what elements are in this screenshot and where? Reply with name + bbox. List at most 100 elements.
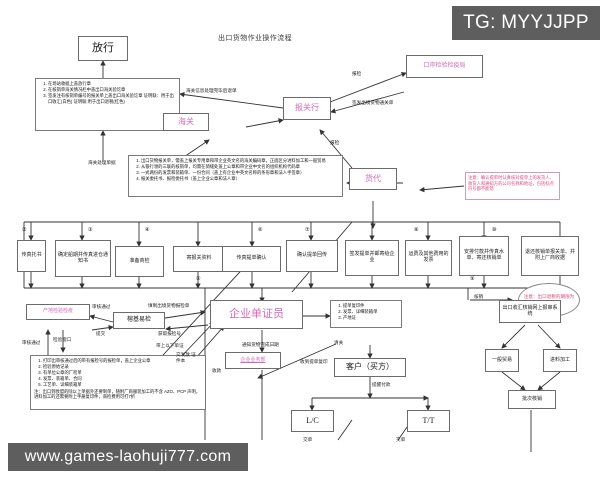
- listbox-fangxing-docs: 在场站收据上盖放行章 在核销单海关情况栏中盖出口海关验讫章 签发注有核销单编号的…: [35, 78, 180, 131]
- edge-label-jiaofa-zhengjianben: 交发放 证件本: [176, 352, 196, 363]
- node-haiguan-label: 海关: [178, 116, 194, 126]
- node-fangxing-label: 放行: [92, 42, 114, 55]
- edge-label-haiguan-chuli-danju: 海关处理单据: [88, 160, 116, 165]
- step-number-2: ②: [22, 227, 27, 233]
- node-chuanzhen-tidan-queren[interactable]: 传真提单确认: [222, 246, 281, 272]
- node-chandi-jianyan-jianyi[interactable]: 产地检验检疫: [26, 304, 90, 320]
- node-baoguanhang[interactable]: 报关行: [283, 97, 331, 120]
- list-item: 发票、装箱单、合同: [43, 376, 202, 382]
- listbox-shangjian-docs: 打印出审核通过后的带有报检号的报检单，盖上企业公章 检验原始记录 有单位公章的厂…: [30, 355, 206, 410]
- node-lc[interactable]: L/C: [291, 410, 334, 432]
- node-lc-label: L/C: [306, 415, 319, 425]
- list-item: 提单复印件: [343, 303, 398, 309]
- node-tt-label: T/T: [422, 415, 435, 425]
- watermark-site: www.games-laohuji777.com: [8, 443, 248, 471]
- edge-label-shenhe-tongguo2: 审核通过: [22, 340, 41, 345]
- listbox-baoguan-docs: 出口货物报关单，需盖上报关专用章和带企业英文名的海关编码章，正面区分进料加工和一…: [128, 155, 343, 197]
- node-rongji-yijian[interactable]: 榕基易检: [113, 312, 165, 329]
- node-chuanzhen-tidan-queren-label: 传真提单确认: [236, 255, 267, 262]
- edge-label-tijiao: 提交: [96, 331, 106, 336]
- diagram-title: 出口货物作业操作流程: [218, 35, 292, 42]
- list-item: 发票、详细装箱单: [343, 309, 398, 315]
- node-tt[interactable]: T/T: [407, 410, 450, 432]
- list-item: 报关委托书、报检委托书（盖上企业公章和法人章）: [141, 176, 339, 182]
- step-number-5: ⑤: [196, 276, 201, 282]
- edge-label-baojian2: 报检: [330, 140, 340, 145]
- list-item: 有单位公章的厂检单: [43, 370, 202, 376]
- list-item: 在场站收据上盖放行章: [48, 81, 176, 87]
- list-item: 一式两份的发票和装箱单、一份合同（盖上有企业中英文名称的条形章和法人手签章）: [141, 170, 339, 176]
- list-item: 工艺单、详细装箱单: [43, 382, 202, 388]
- node-ji-baoguan-ziliao[interactable]: 寄报关资料: [173, 246, 225, 272]
- node-qiye-danzhengyuan-label: 企业单证员: [229, 308, 284, 321]
- edge-label-shenhe-tongguo: 审核通过: [92, 304, 111, 309]
- edge-label-haiguan-chuli-wanbi: 海关信息处理完毕后退单: [186, 88, 237, 93]
- list-item: 从银行领的三联的核销单，均需在骑缝处盖上公章和带企业中文名的组织机构代码章: [141, 164, 339, 170]
- node-chuanzhen-tuoshu-label: 传真托书: [21, 252, 42, 259]
- node-zhunbei-shangjian[interactable]: 准备商检: [115, 246, 164, 277]
- node-ji-baoguan-ziliao-label: 寄报关资料: [186, 255, 212, 262]
- note-tidan-warning: 注意：确认提单时认真核对提单上的发货人、收货人和通知方的公司名称和地址，包括标点…: [465, 172, 560, 200]
- node-pici-hexiao-label: 批次核销: [521, 395, 542, 402]
- edge-label-hexiao: 核销: [474, 294, 484, 299]
- list-item: 打印出审核通过后的带有报检号的报检单，盖上企业公章: [43, 358, 202, 364]
- step-number-6: ⑥: [258, 227, 263, 233]
- node-hexiao-xitong-label: 出口收汇核销网上报审系统: [502, 304, 558, 317]
- node-hexiao-xitong[interactable]: 出口收汇核销网上报审系统: [499, 300, 561, 323]
- node-fangxing[interactable]: 放行: [78, 36, 128, 61]
- edge-label-shoukuan: 收款: [212, 368, 222, 373]
- node-baoguanhang-label: 报关行: [295, 103, 319, 113]
- node-haiguan[interactable]: 海关: [163, 113, 209, 131]
- list-item: 产地证: [343, 315, 398, 321]
- edge-label-baojian: 报检: [352, 71, 362, 76]
- node-queding-chuanqi-label: 确定船期并传真进仓通知书: [58, 251, 109, 264]
- node-qiye-yewubu[interactable]: 企业业务部: [225, 352, 281, 369]
- step-number-4: ④: [145, 227, 150, 233]
- node-chuanzhen-tuoshu[interactable]: 传真托书: [17, 240, 46, 272]
- edge-label-jiaodan-tt: 交单: [396, 437, 406, 442]
- node-huodai[interactable]: 货代: [349, 168, 397, 190]
- listbox-kehu-docs: 提单复印件 发票、详细装箱单 产地证: [330, 300, 402, 328]
- edge-label-qingguan: 清关: [334, 340, 344, 345]
- list-item: 在核销单海关情况栏中盖出口海关验讫章: [48, 87, 176, 93]
- step-number-8: ⑧: [414, 227, 419, 233]
- node-yunfei-fapiao-label: 运费及其他费用的发票: [408, 251, 449, 263]
- node-kouan-jianyanju[interactable]: 口岸检验检疫局: [406, 55, 483, 78]
- listbox-shangjian-note: 注：出口到欧盟的除以上单据外还要制单，随附厂商服装加工的不含 AZO、PCP 声…: [34, 388, 201, 400]
- step-number-7: ⑦: [305, 227, 310, 233]
- node-zhunbei-shangjian-label: 准备商检: [129, 257, 150, 264]
- node-queding-chuanqi[interactable]: 确定船期并传真进仓通知书: [55, 240, 111, 277]
- node-rongji-yijian-label: 榕基易检: [126, 317, 151, 324]
- node-yiban-maoyi[interactable]: 一般贸易: [485, 349, 519, 372]
- node-queren-tidan-huichuan-label: 确认提单回传: [296, 252, 327, 259]
- node-tuihuan-hexiaodan[interactable]: 退还核销单报关单、并附上厂商收据: [521, 236, 579, 276]
- list-item: 签发注有核销单编号的报关单上盖出口海关验讫章 证明联：用于出口收汇(白色) 证明…: [48, 93, 176, 104]
- edge-label-huoqu-baojianhao: 获取报检号: [158, 331, 181, 336]
- node-qiye-yewubu-label: 企业业务部: [240, 356, 266, 363]
- edge-label-tongzhi-huowu: 通知货物完成日期: [242, 342, 279, 347]
- node-jinliao-jiagong[interactable]: 进料加工: [543, 349, 577, 372]
- node-kehu[interactable]: 客户（买方）: [334, 358, 406, 377]
- node-qianfa-tidan[interactable]: 签发提单并邮寄给企业: [345, 240, 399, 276]
- step-number-10: ⑩: [492, 227, 497, 233]
- node-queren-tidan-huichuan[interactable]: 确认提单回传: [286, 240, 338, 272]
- edge-label-shoudao-tidan-kouzhi: 收到提单复印: [300, 359, 328, 364]
- node-kehu-label: 客户（买方）: [346, 362, 394, 372]
- node-anpai-fukuan[interactable]: 安排付款并传真水单、寄还核销单: [459, 236, 509, 276]
- step-number-3: ③: [88, 227, 93, 233]
- node-qiye-danzhengyuan[interactable]: 企业单证员: [210, 300, 303, 329]
- node-yunfei-fapiao[interactable]: 运费及其他费用的发票: [405, 240, 452, 276]
- list-item: 出口货物报关单，需盖上报关专用章和带企业英文名的海关编码章，正面区分进料加工和一…: [141, 158, 339, 164]
- edge-label-tixing-fukuan: 提醒付款: [372, 382, 391, 387]
- node-tuihuan-hexiaodan-label: 退还核销单报关单、并附上厂商收据: [524, 249, 575, 261]
- edge-label-jianyan-chuangkou: 检验窗口: [53, 337, 72, 342]
- edge-label-jiaodan-lc: 交单: [303, 437, 313, 442]
- node-anpai-fukuan-label: 安排付款并传真水单、寄还核销单: [463, 249, 504, 261]
- node-qianfa-tidan-label: 签发提单并邮寄给企业: [349, 251, 395, 263]
- edge-label-tianzhi-baojiandan: 填制出境货物报检单: [148, 303, 190, 308]
- list-item: 检验原始记录: [43, 364, 202, 370]
- node-kouan-jianyanju-label: 口岸检验检疫局: [423, 63, 466, 70]
- edge-label-qianfa-tongguandan: 签发出境货物通关单: [352, 100, 394, 105]
- node-pici-hexiao[interactable]: 批次核销: [508, 390, 556, 409]
